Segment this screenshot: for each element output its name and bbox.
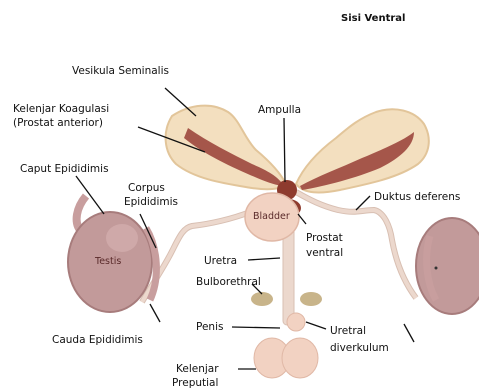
testis-right [416, 218, 479, 314]
label-vesikula-seminalis: Vesikula Seminalis [72, 65, 169, 77]
seminal-vesicle-right [296, 109, 429, 192]
label-penis: Penis [196, 321, 223, 333]
label-diverkulum: diverkulum [330, 342, 389, 354]
label-corpus-epididimis: Epididimis [124, 196, 178, 208]
label-prostat-ventral: ventral [306, 247, 343, 259]
seminal-vesicle-left [166, 106, 286, 190]
bulbourethral-left [251, 292, 273, 306]
label-prostat-anterior: (Prostat anterior) [13, 117, 103, 129]
label-duktus-deferens: Duktus deferens [374, 191, 460, 203]
label-uretra: Uretra [204, 255, 237, 267]
label-prostat: Prostat [306, 232, 343, 244]
bulbourethral-right [300, 292, 322, 306]
urethral-diverticulum [287, 313, 305, 331]
label-uretral: Uretral [330, 325, 366, 337]
label-ampulla: Ampulla [258, 104, 301, 116]
label-testis: Testis [94, 256, 121, 267]
label-caput-epididimis: Caput Epididimis [20, 163, 109, 175]
ductus-deferens-right [296, 192, 416, 298]
label-cauda-epididimis: Cauda Epididimis [52, 334, 143, 346]
preputial-glands [254, 338, 318, 378]
label-kelenjar-koagulasi: Kelenjar Koagulasi [13, 103, 109, 115]
label-bulborethral: Bulborethral [196, 276, 261, 288]
label-bladder: Bladder [253, 211, 290, 222]
label-preputial: Preputial [172, 377, 218, 389]
diagram-title: Sisi Ventral [341, 13, 405, 24]
label-corpus: Corpus [128, 182, 165, 194]
label-kelenjar: Kelenjar [176, 363, 219, 375]
